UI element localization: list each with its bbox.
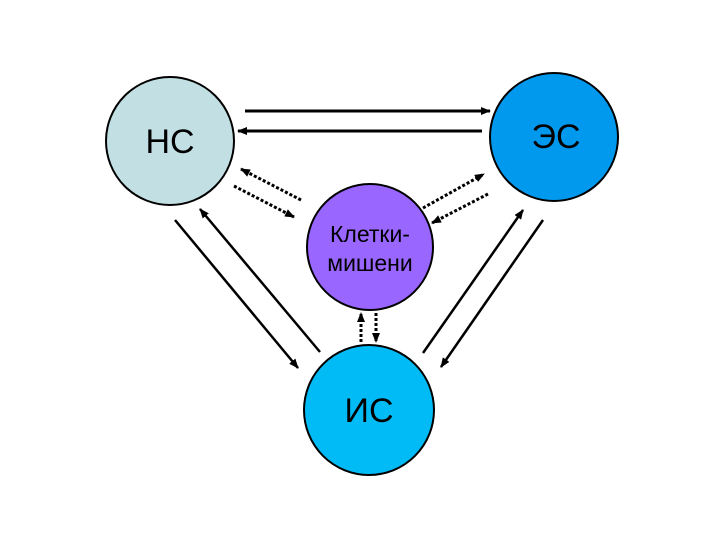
- dotted-arrow-ns-to-target: [233, 184, 295, 219]
- node-es-label: ЭС: [532, 118, 581, 156]
- dotted-arrows-ns-target: [233, 167, 302, 219]
- arrows-ns-is: [174, 208, 321, 369]
- node-is-label: ИС: [345, 392, 394, 430]
- arrows-es-is: [421, 209, 545, 368]
- dotted-arrow-target-to-ns: [240, 167, 302, 202]
- node-target-cells: Клетки- мишени: [306, 183, 434, 311]
- node-es: ЭС: [489, 72, 619, 202]
- arrow-es-to-is: [439, 219, 545, 368]
- node-target-cells-label-line2: мишени: [327, 250, 412, 276]
- arrows-ns-es: [237, 107, 491, 135]
- node-is-circle: [303, 344, 435, 476]
- node-ns: НС: [105, 76, 235, 206]
- node-target-cells-circle: [306, 183, 434, 311]
- node-is: ИС: [303, 344, 435, 476]
- dotted-arrow-target-to-es: [422, 172, 485, 210]
- dotted-arrows-es-target: [422, 172, 489, 225]
- node-ns-label: НС: [145, 123, 194, 161]
- node-target-cells-label-line1: Клетки-: [330, 221, 410, 247]
- dotted-arrows-target-is: [357, 312, 380, 343]
- arrow-is-to-es: [421, 209, 525, 354]
- arrow-ns-to-is: [174, 219, 299, 369]
- dotted-arrow-es-to-target: [431, 192, 489, 225]
- node-es-circle: [489, 72, 619, 202]
- node-ns-circle: [105, 76, 235, 206]
- arrow-is-to-ns: [199, 208, 321, 353]
